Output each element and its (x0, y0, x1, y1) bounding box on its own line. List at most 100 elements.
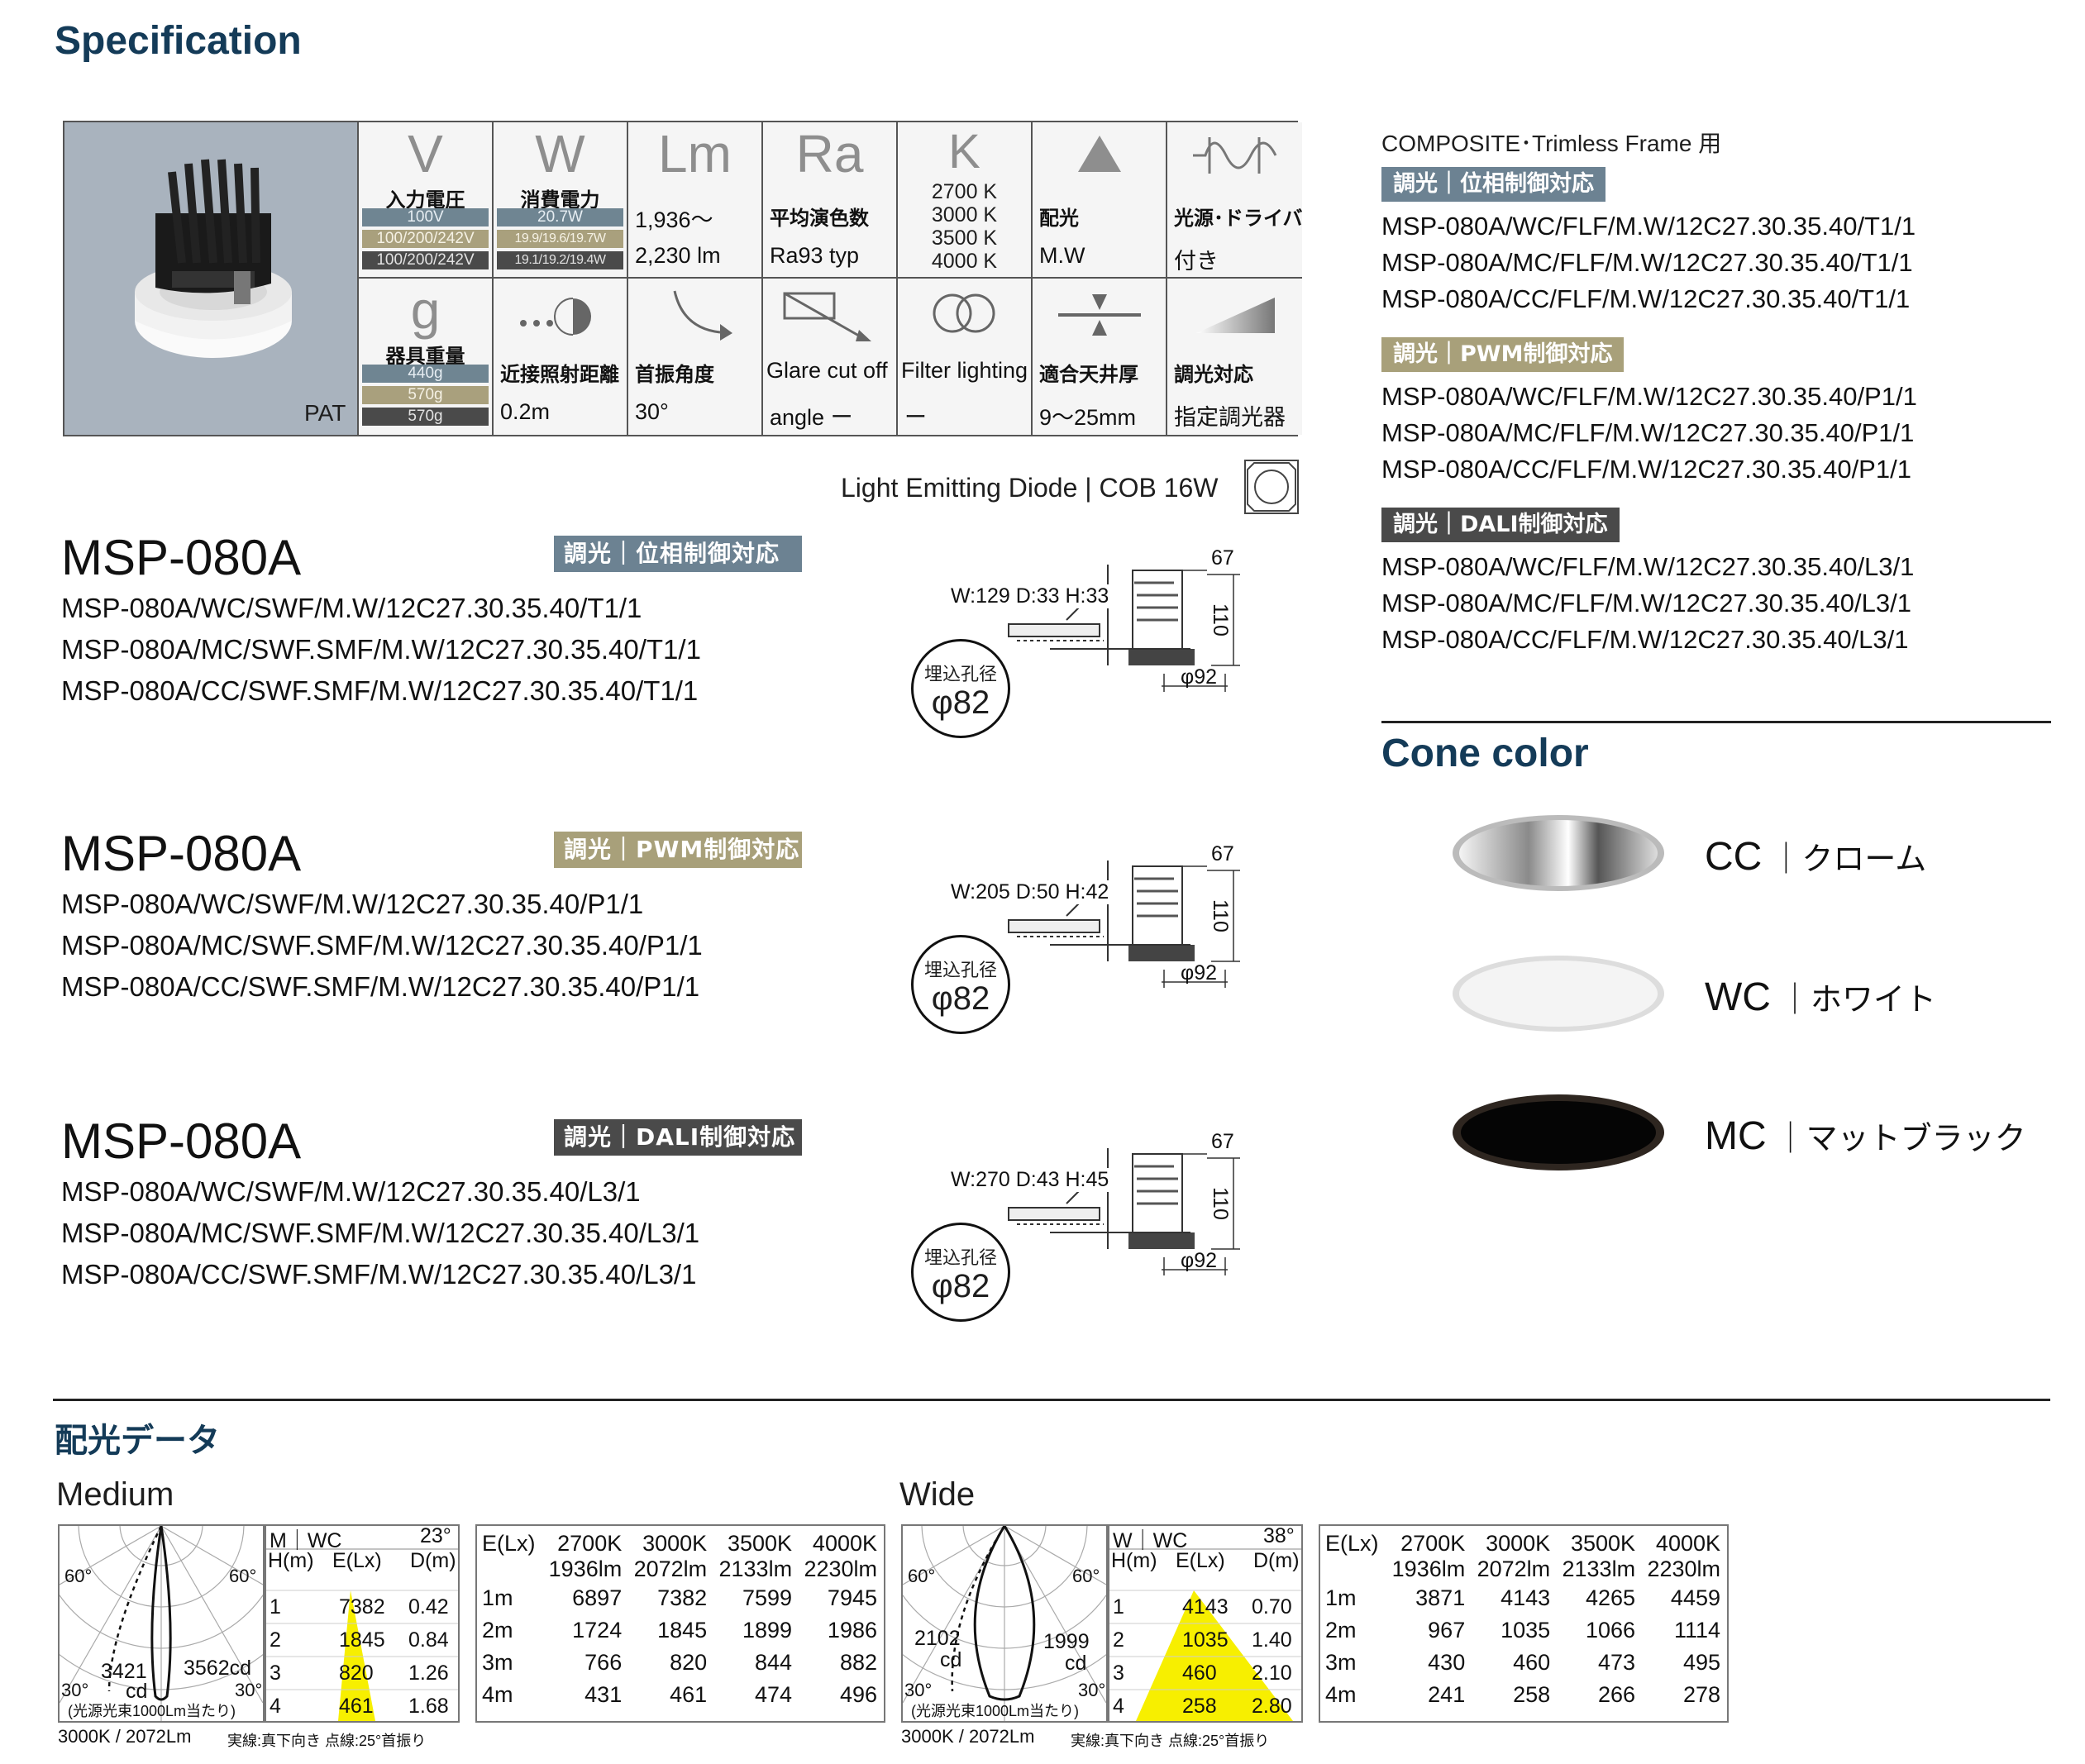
e-cell: 3871 (1415, 1585, 1466, 1610)
candela-unit: cd (126, 1680, 148, 1703)
e-header: 3500K (1570, 1531, 1636, 1556)
spec-value: 付き (1174, 249, 1219, 274)
ceiling-icon (1033, 279, 1166, 353)
e-header: 3000K (1486, 1531, 1551, 1556)
e-cell: 431 (584, 1682, 623, 1707)
table-cell: 7382 (339, 1595, 385, 1619)
spec-label: Filter lighting (901, 358, 1028, 383)
table-cell: 1035 (1182, 1628, 1229, 1652)
table-cell: 4 (1113, 1695, 1124, 1718)
cone-title: Cone color (1381, 732, 1589, 775)
composite-badge: 調光｜DALI制御対応 (1381, 508, 1620, 542)
table-cell: 3 (1113, 1661, 1124, 1685)
spec-label: 光源･ドライバー (1174, 207, 1302, 230)
spec-label: Glare cut off (766, 358, 888, 383)
table-header: D(m) (1253, 1549, 1300, 1572)
spec-value-bar: 20.7W (497, 208, 623, 226)
table-cell: 2 (1113, 1628, 1124, 1652)
table-cell: 1.68 (408, 1695, 449, 1718)
e-cell: 820 (670, 1650, 708, 1675)
spec-symbol: Ra (795, 124, 864, 184)
e-cell: 474 (755, 1682, 793, 1707)
e-header: 4000K (1655, 1531, 1720, 1556)
e-cell: 1035 (1501, 1618, 1551, 1642)
composite-code: MSP-080A/WC/FLF/M.W/12C27.30.35.40/L3/1 (1381, 552, 1915, 581)
model-code: MSP-080A/MC/SWF.SMF/M.W/12C27.30.35.40/T… (61, 634, 701, 665)
candela-right: 3562cd (184, 1657, 252, 1680)
dim-height: 110 (1209, 1187, 1232, 1220)
table-cell: 3 (270, 1661, 281, 1685)
spec-value: 30° (635, 399, 669, 424)
dim-height: 110 (1209, 603, 1232, 636)
e-cell: 1845 (657, 1618, 708, 1642)
hole-size: φ82 (931, 980, 990, 1017)
distribution-code: W｜WC (1113, 1529, 1188, 1552)
dim-top: 67 (1211, 842, 1234, 865)
angle-label: 30° (61, 1680, 89, 1700)
spec-label: 平均演色数 (770, 207, 869, 230)
spec-value-bar: 570g (362, 386, 489, 404)
e-lumen: 2133lm (718, 1557, 793, 1581)
candela-unit: cd (1065, 1652, 1087, 1675)
model-code: MSP-080A/WC/SWF/M.W/12C27.30.35.40/T1/1 (61, 593, 642, 623)
e-cell: 4459 (1670, 1585, 1720, 1610)
kelvin-value: 2700 K (931, 180, 998, 203)
panel-footer-note: 実線:真下向き 点線:25°首振り (227, 1733, 427, 1749)
dimension-drawing (1008, 565, 1240, 692)
spec-label: 調光対応 (1174, 363, 1253, 386)
spec-label: 配光 (1039, 207, 1079, 230)
model-code: MSP-080A/MC/SWF.SMF/M.W/12C27.30.35.40/L… (61, 1218, 700, 1248)
spec-value: 9～25mm (1039, 405, 1137, 430)
e-cell: 4m (482, 1682, 513, 1707)
table-cell: 2.80 (1252, 1695, 1292, 1718)
spec-label: 器具重量 (385, 345, 465, 368)
spec-symbol: Lm (658, 124, 732, 184)
e-lumen: 2230lm (804, 1557, 877, 1581)
box-dimensions: W:129 D:33 H:33 (951, 584, 1109, 608)
spec-label: 近接照射距離 (500, 363, 619, 386)
triangle-icon (1033, 122, 1166, 197)
table-cell: 0.84 (408, 1628, 449, 1652)
table-header: H(m) (268, 1549, 314, 1572)
kelvin-value: 3500 K (931, 226, 998, 250)
spec-value-bar: 100/200/242V (362, 230, 489, 248)
table-cell: 1 (270, 1595, 281, 1619)
e-lumen: 1936lm (548, 1557, 623, 1581)
dim-diameter: φ92 (1181, 665, 1218, 689)
e-cell: 1986 (827, 1618, 877, 1642)
beam-angle: 38° (1263, 1524, 1295, 1547)
photometric-title: 配光データ (55, 1423, 220, 1459)
spec-value: ー (904, 405, 927, 430)
hole-size: φ82 (931, 684, 990, 721)
dim-top: 67 (1211, 546, 1234, 570)
angle-label: 30° (235, 1680, 263, 1700)
e-cell: 460 (1513, 1650, 1551, 1675)
spec-cell: Filter lighting ー (898, 279, 1033, 435)
dimming-badge: 調光｜DALI制御対応 (554, 1119, 802, 1156)
hole-size: φ82 (931, 1268, 990, 1304)
e-header: 2700K (1400, 1531, 1466, 1556)
e-cell: 882 (839, 1650, 877, 1675)
e-lumen: 2133lm (1562, 1557, 1636, 1581)
e-cell: 461 (670, 1682, 708, 1707)
e-header: 3500K (727, 1531, 793, 1556)
e-cell: 844 (755, 1650, 793, 1675)
e-cell: 2m (482, 1618, 513, 1642)
e-cell: 1m (1325, 1585, 1357, 1610)
e-cell: 1724 (572, 1618, 623, 1642)
e-cell: 4m (1325, 1682, 1357, 1707)
spec-value-bar: 100/200/242V (362, 251, 489, 269)
led-note: Light Emitting Diode | COB 16W (841, 473, 1219, 503)
e-cell: 7382 (657, 1585, 708, 1610)
panel-footer: 3000K / 2072Lm (901, 1726, 1035, 1747)
table-cell: 0.42 (408, 1595, 449, 1619)
e-cell: 7945 (827, 1585, 877, 1610)
angle-label: 30° (904, 1680, 933, 1700)
product-photo: PAT (64, 122, 359, 435)
e-cell: 496 (839, 1682, 877, 1707)
